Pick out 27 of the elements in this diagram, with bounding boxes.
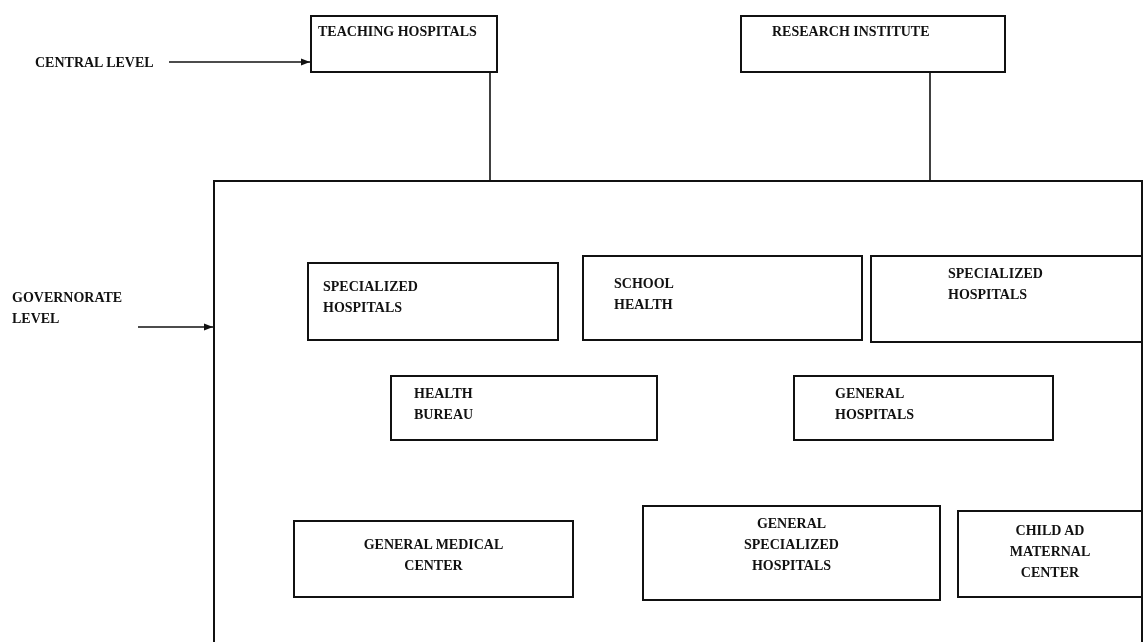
process-box [390, 375, 658, 441]
process-box [642, 505, 941, 601]
connector-line [489, 72, 491, 181]
level-label: GOVERNORATE LEVEL [12, 289, 124, 328]
arrow [168, 58, 311, 66]
box-label: HEALTH BUREAU [414, 385, 475, 424]
process-box [310, 15, 498, 73]
box-label: TEACHING HOSPITALS [318, 23, 477, 41]
connector-line [929, 72, 931, 181]
box-label: SCHOOL HEALTH [614, 275, 675, 314]
process-box [740, 15, 1006, 73]
process-box [870, 255, 1143, 343]
process-box [793, 375, 1054, 441]
box-label: SPECIALIZED HOSPITALS [948, 265, 1044, 304]
level-label: CENTRAL LEVEL [35, 54, 155, 72]
box-label: CHILD AD MATERNAL CENTER [1008, 522, 1092, 582]
container-box [213, 180, 1143, 642]
process-box [293, 520, 574, 598]
box-label: SPECIALIZED HOSPITALS [323, 278, 419, 317]
box-label: RESEARCH INSTITUTE [772, 23, 930, 41]
process-box [957, 510, 1143, 598]
box-label: GENERAL SPECIALIZED HOSPITALS [743, 515, 840, 575]
process-box [307, 262, 559, 341]
arrow [137, 323, 214, 331]
box-label: GENERAL HOSPITALS [835, 385, 916, 424]
box-label: GENERAL MEDICAL CENTER [362, 536, 505, 575]
process-box [582, 255, 863, 341]
